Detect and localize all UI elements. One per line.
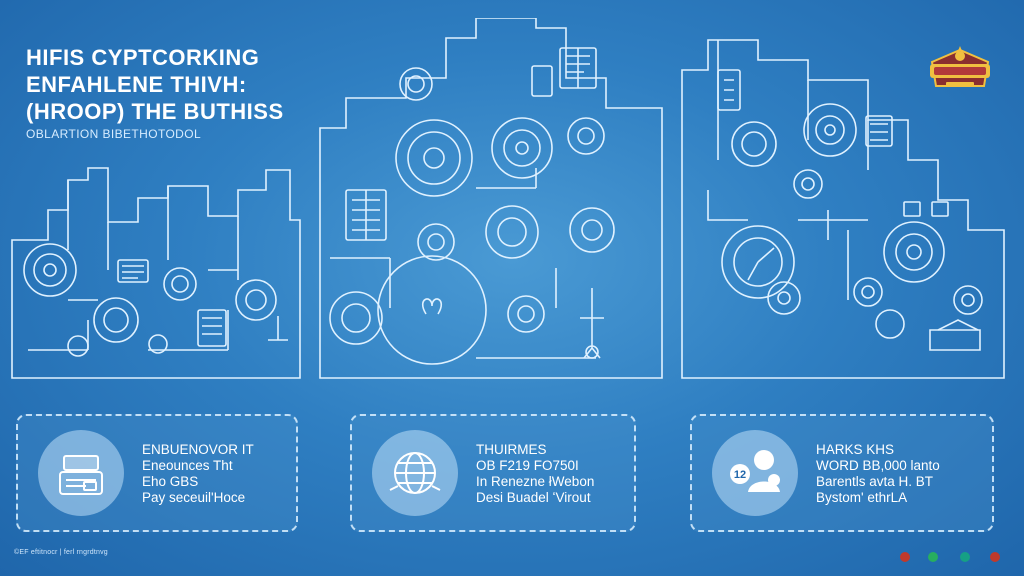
title-line-1: HIFIS CYPTCORKING [26,45,260,70]
social-icon-3[interactable] [960,552,970,562]
people-icon-count: 12 [734,469,746,481]
footer-text: ©EF eftitnocr | ferl rngrdtnvg [14,549,108,556]
feature-card-3: 12 HARKS KHS WORD BB,000 lanto Barentls … [690,414,994,532]
people-icon: 12 [712,430,798,516]
subtitle: OBLARTION BIBETHOTODOL [26,127,202,141]
card-2-line-4: Desi Buadel ʻVirout [476,490,591,505]
wallet-card-icon [38,430,124,516]
social-icon-4[interactable] [990,552,1000,562]
card-2-line-3: In Renezne łWebon [476,474,595,489]
card-2-line-1: THUIRMES [476,442,547,457]
card-1-line-1: ENBUENOVOR IT [142,442,254,457]
card-1-text: ENBUENOVOR IT Eneounces Tht Eho GBS Pay … [142,442,254,506]
card-3-line-1: HARKS KHS [816,442,895,457]
title-line-3: (HROOP) THE BUTHISS [26,99,284,124]
right-machinery-illustration [681,39,1005,379]
page-title: HIFIS CYPTCORKING ENFAHLENE THIVH: (HROO… [26,44,284,125]
social-icon-2[interactable] [928,552,938,562]
card-3-line-2: WORD BB,000 lanto [816,458,940,473]
center-machinery-illustration [319,18,663,379]
card-3-line-4: Bystom' ethrLA [816,490,908,505]
feature-card-1: ENBUENOVOR IT Eneounces Tht Eho GBS Pay … [16,414,298,532]
card-2-line-2: OB F219 FO750I [476,458,579,473]
emblem-badge-icon [930,46,990,87]
title-line-2: ENFAHLENE THIVH: [26,72,247,97]
card-1-line-4: Pay seceuil'Hoce [142,490,246,505]
feature-card-2: THUIRMES OB F219 FO750I In Renezne łWebo… [350,414,636,532]
card-3-text: HARKS KHS WORD BB,000 lanto Barentls avt… [816,442,940,506]
card-1-line-2: Eneounces Tht [142,458,233,473]
social-icon-1[interactable] [900,552,910,562]
card-2-text: THUIRMES OB F219 FO750I In Renezne łWebo… [476,442,594,506]
card-1-line-3: Eho GBS [142,474,199,489]
card-3-line-3: Barentls avta H. BT [816,474,934,489]
globe-icon [372,430,458,516]
left-machinery-illustration [11,167,301,379]
